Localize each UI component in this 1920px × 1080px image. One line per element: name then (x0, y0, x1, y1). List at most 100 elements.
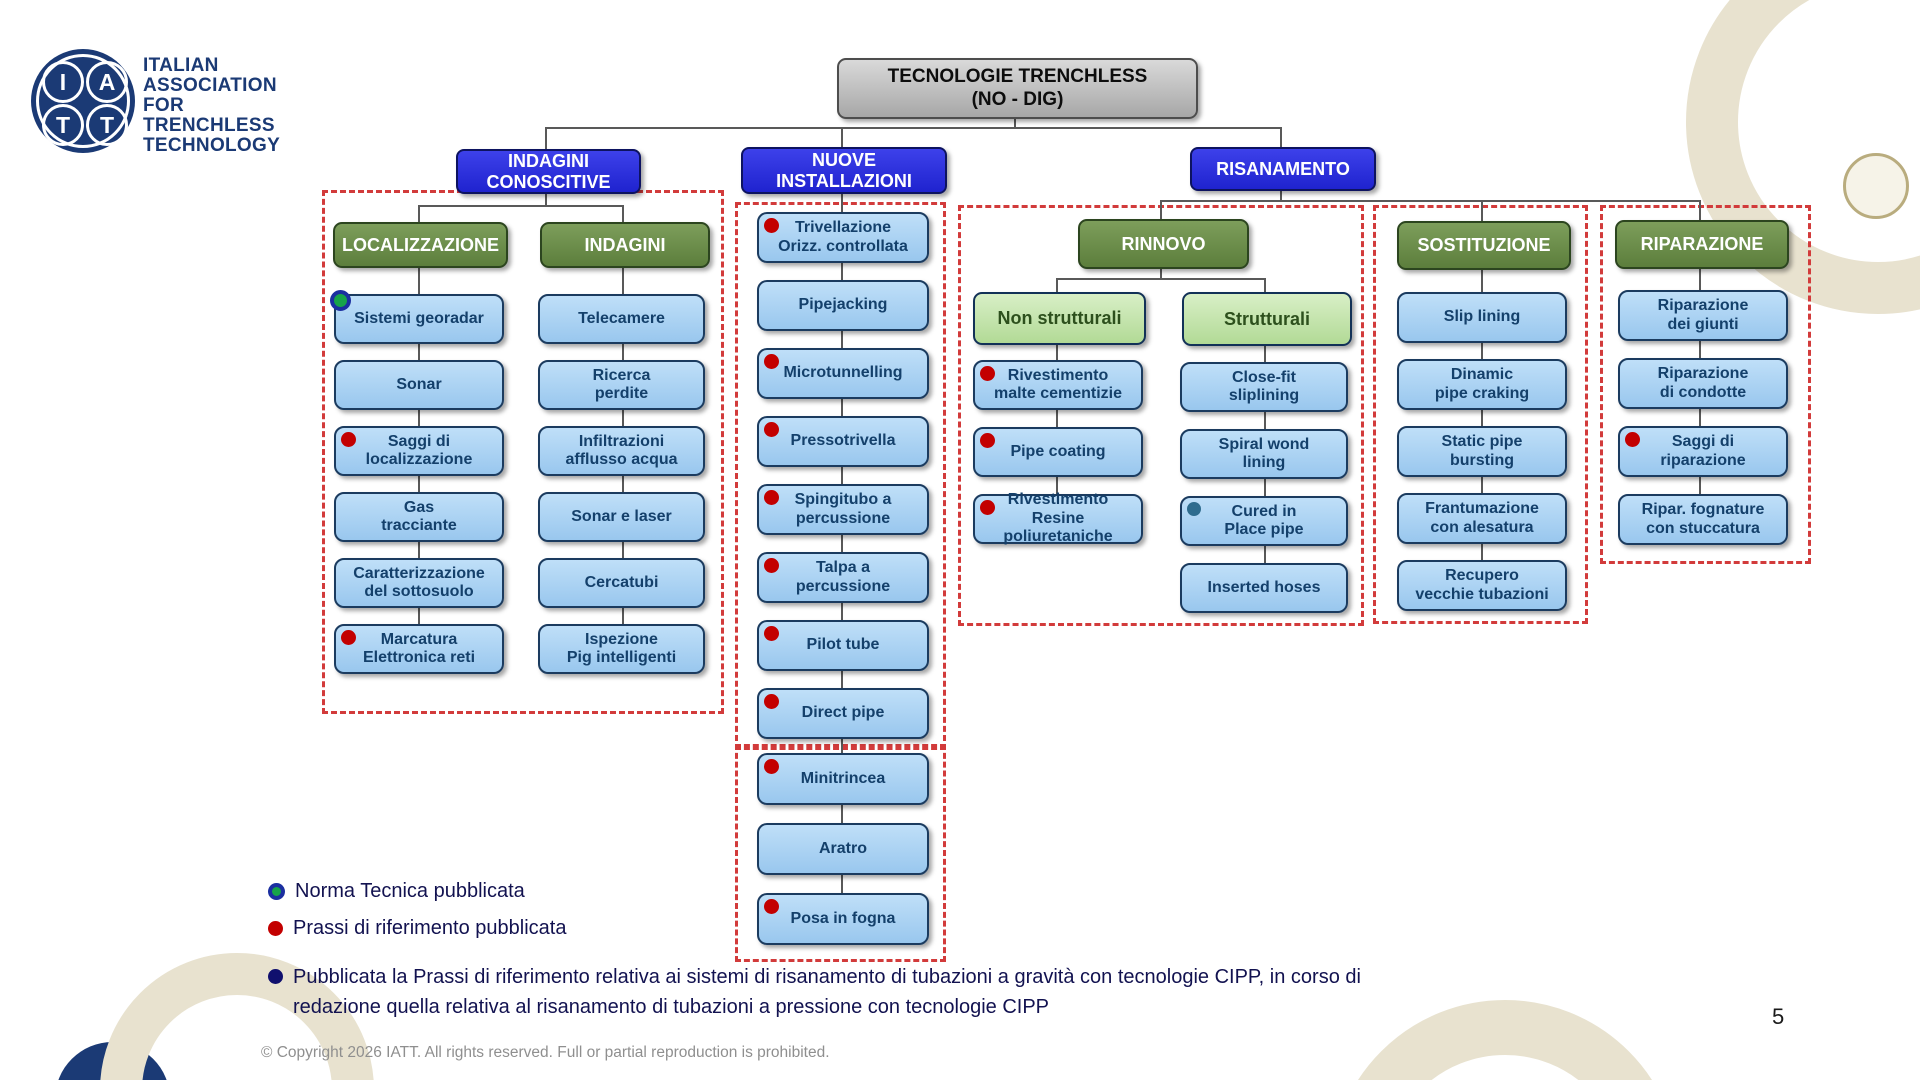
tech-node-label: Pressotrivella (790, 432, 896, 450)
tech-node: Telecamere (538, 294, 705, 344)
tech-node: Ricerca perdite (538, 360, 705, 410)
status-dot-icon (764, 759, 779, 774)
category-riparazione: RIPARAZIONE (1615, 220, 1789, 269)
connector-line (1481, 200, 1483, 222)
branch-indagini-conoscitive: INDAGINI CONOSCITIVE (456, 149, 641, 194)
tech-node-label: Riparazione dei giunti (1657, 297, 1749, 333)
page-number: 5 (1772, 1004, 1785, 1029)
branch-nuove-installazioni: NUOVE INSTALLAZIONI (741, 147, 947, 194)
tech-node: Ispezione Pig intelligenti (538, 624, 705, 674)
connector-line (1481, 264, 1483, 576)
column-non-strutturali: Rivestimento malte cementizie Pipe coati… (973, 360, 1143, 545)
association-name-line: TECHNOLOGY (143, 135, 281, 156)
connector-line (1160, 200, 1162, 222)
tech-node-label: Close-fit sliplining (1228, 368, 1300, 404)
column-sostituzione: Slip lining Dinamic pipe craking Static … (1397, 292, 1567, 611)
group-frame-nuove-lower (735, 744, 946, 962)
legend-dot-icon (268, 883, 285, 900)
decor-circle-right (1843, 153, 1909, 219)
column-nuove-installazioni: Trivellazione Orizz. controllata Pipejac… (757, 212, 929, 739)
legend-item: Norma Tecnica pubblicata (268, 880, 566, 903)
tech-node-label: Dinamic pipe craking (1434, 366, 1530, 402)
status-dot-icon (764, 558, 779, 573)
association-name-line: FOR (143, 95, 185, 116)
tech-node: Recupero vecchie tubazioni (1397, 560, 1567, 611)
status-dot-icon (980, 366, 995, 381)
tech-node-label: Cured in Place pipe (1224, 502, 1304, 538)
tech-node-label: Frantumazione con alesatura (1425, 500, 1539, 536)
status-dot-icon (1187, 502, 1201, 516)
association-name-line: TRENCHLESS (143, 115, 275, 136)
tech-node: Frantumazione con alesatura (1397, 493, 1567, 544)
tech-node-label: Aratro (818, 839, 867, 857)
iatt-logo-icon: I A T T (31, 49, 135, 153)
connector-line (622, 205, 624, 224)
tech-node-label: Minitrincea (800, 769, 886, 787)
tech-node-label: Sonar (396, 375, 442, 393)
tech-node: Static pipe bursting (1397, 426, 1567, 477)
tech-node-label: Ripar. fognature con stuccatura (1641, 501, 1765, 537)
connector-line (1056, 278, 1266, 280)
connector-line (1160, 264, 1162, 280)
legend-note: Pubblicata la Prassi di riferimento rela… (268, 962, 1388, 1022)
logo-letter: A (86, 61, 128, 103)
connector-line (1014, 113, 1016, 129)
association-name-line: ITALIAN (143, 55, 219, 76)
tech-node-label: Gas tracciante (381, 498, 457, 534)
category-sostituzione: SOSTITUZIONE (1397, 221, 1571, 270)
tech-node-label: Pipejacking (798, 296, 888, 314)
legend-note-text: Pubblicata la Prassi di riferimento rela… (293, 966, 1361, 1018)
branch-risanamento: RISANAMENTO (1190, 147, 1376, 191)
connector-line (1280, 127, 1282, 149)
tech-node: Posa in fogna (757, 893, 929, 945)
tech-node-label: Saggi di riparazione (1660, 433, 1746, 469)
tech-node-label: Ispezione Pig intelligenti (566, 630, 677, 666)
tech-node-label: Riparazione di condotte (1657, 365, 1749, 401)
column-strutturali: Close-fit sliplining Spiral wond lining … (1180, 362, 1348, 613)
connector-line (545, 127, 547, 151)
column-nuove-installazioni-minori: Minitrincea Aratro Posa in fogna (757, 753, 929, 945)
tech-node: Talpa a percussione (757, 552, 929, 603)
tech-node: Minitrincea (757, 753, 929, 805)
tech-node-label: Trivellazione Orizz. controllata (778, 219, 908, 255)
tech-node-label: Posa in fogna (790, 909, 896, 927)
connector-line (418, 205, 420, 224)
tech-node: Rivestimento malte cementizie (973, 360, 1143, 410)
status-dot-icon (764, 490, 779, 505)
tech-node-label: Sonar e laser (571, 507, 672, 525)
connector-line (418, 205, 624, 207)
status-dot-icon (341, 432, 356, 447)
status-dot-icon (764, 899, 779, 914)
tech-node: Ripar. fognature con stuccatura (1618, 494, 1788, 545)
tech-node: Sonar e laser (538, 492, 705, 542)
copyright-notice: © Copyright 2026 IATT. All rights reserv… (261, 1044, 830, 1061)
legend: Norma Tecnica pubblicata Prassi di rifer… (268, 880, 566, 954)
logo-letter: T (42, 104, 84, 146)
tech-node-label: Rivestimento malte cementizie (993, 366, 1123, 402)
column-riparazione: Riparazione dei giunti Riparazione di co… (1618, 290, 1788, 545)
tech-node: Pressotrivella (757, 416, 929, 467)
connector-line (841, 127, 843, 149)
tech-node-label: Microtunnelling (783, 364, 903, 382)
tech-node: Spingitubo a percussione (757, 484, 929, 535)
status-dot-icon (764, 218, 779, 233)
tech-node: Caratterizzazione del sottosuolo (334, 558, 504, 608)
root-node: TECNOLOGIE TRENCHLESS (NO - DIG) (837, 58, 1198, 119)
tech-node: Aratro (757, 823, 929, 875)
tech-node-label: Slip lining (1443, 308, 1521, 326)
root-node-title-line1: TECNOLOGIE TRENCHLESS (887, 65, 1148, 87)
legend-dot-icon (268, 921, 283, 936)
tech-node: Infiltrazioni afflusso acqua (538, 426, 705, 476)
tech-node-label: Infiltrazioni afflusso acqua (565, 432, 678, 468)
column-localizzazione: Sistemi georadar Sonar Saggi di localizz… (330, 290, 504, 674)
tech-node-label: Direct pipe (801, 704, 885, 722)
status-dot-icon (341, 630, 356, 645)
tech-node-label: Pilot tube (806, 636, 880, 654)
tech-node: Sistemi georadar (330, 290, 504, 344)
tech-node: Direct pipe (757, 688, 929, 739)
tech-node: Cured in Place pipe (1180, 496, 1348, 546)
logo-letter: T (86, 104, 128, 146)
category-rinnovo: RINNOVO (1078, 219, 1249, 269)
tech-node: Dinamic pipe craking (1397, 359, 1567, 410)
legend-note-dot-icon (268, 969, 283, 984)
